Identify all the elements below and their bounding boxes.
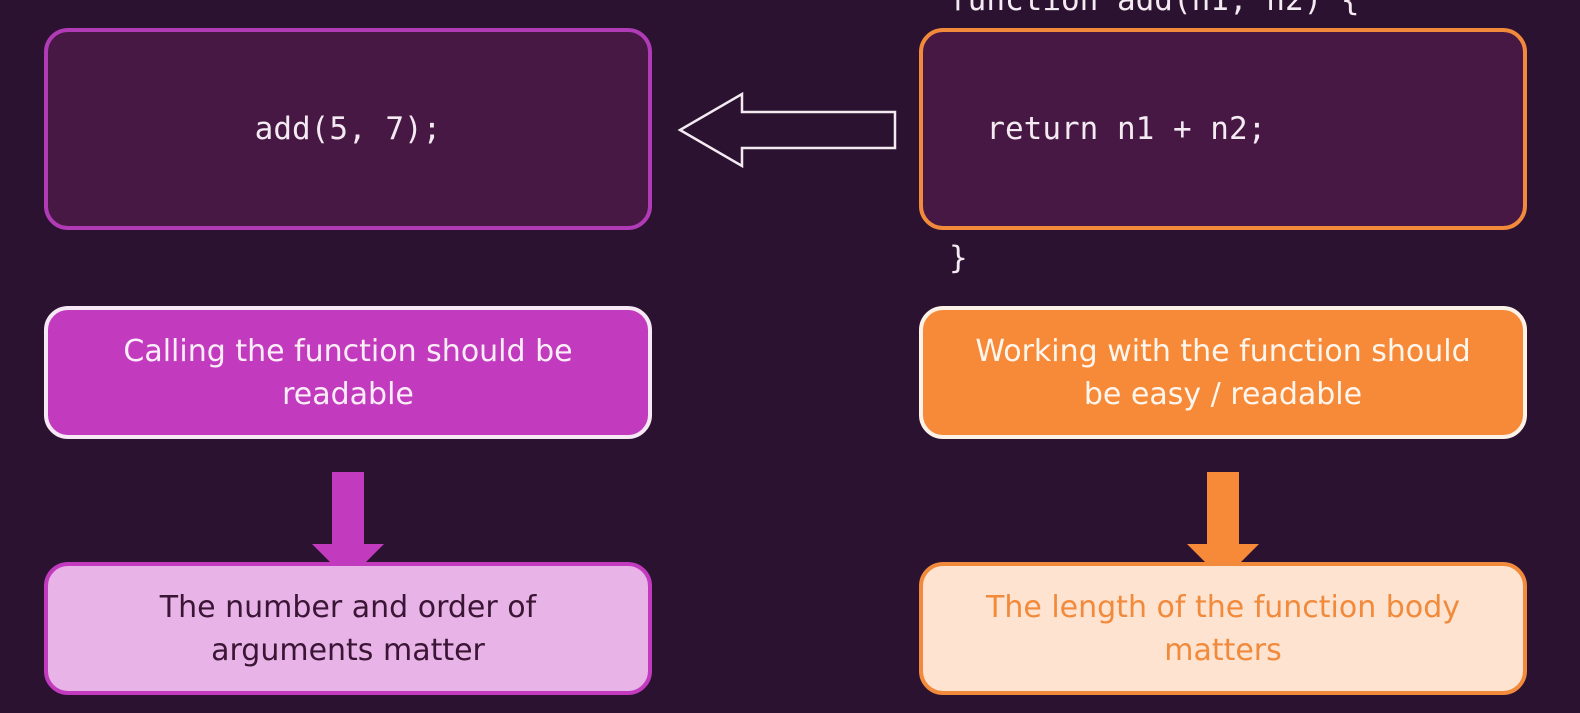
- calling-readable-label: Calling the function should be readable: [123, 333, 573, 412]
- function-definition-box: function add(n1, n2) { return n1 + n2; }: [919, 0, 1527, 276]
- arguments-matter-label: The number and order of arguments matter: [159, 589, 537, 668]
- function-call-code: add(5, 7);: [254, 110, 442, 147]
- down-arrow-icon: [1187, 472, 1259, 580]
- left-arrow-icon: [677, 91, 897, 169]
- function-definition-code: function add(n1, n2) { return n1 + n2; }: [949, 0, 1360, 366]
- body-length-box: The length of the function body matters: [919, 562, 1527, 695]
- function-call-box: add(5, 7);: [44, 28, 652, 230]
- body-length-label: The length of the function body matters: [986, 589, 1460, 668]
- arguments-matter-box: The number and order of arguments matter: [44, 562, 652, 695]
- code-line: return n1 + n2;: [949, 110, 1267, 147]
- working-readable-box: Working with the function should be easy…: [919, 306, 1527, 439]
- code-line: function add(n1, n2) {: [949, 0, 1360, 22]
- code-line: }: [949, 239, 968, 276]
- working-readable-label: Working with the function should be easy…: [975, 333, 1471, 412]
- down-arrow-icon: [312, 472, 384, 580]
- calling-readable-box: Calling the function should be readable: [44, 306, 652, 439]
